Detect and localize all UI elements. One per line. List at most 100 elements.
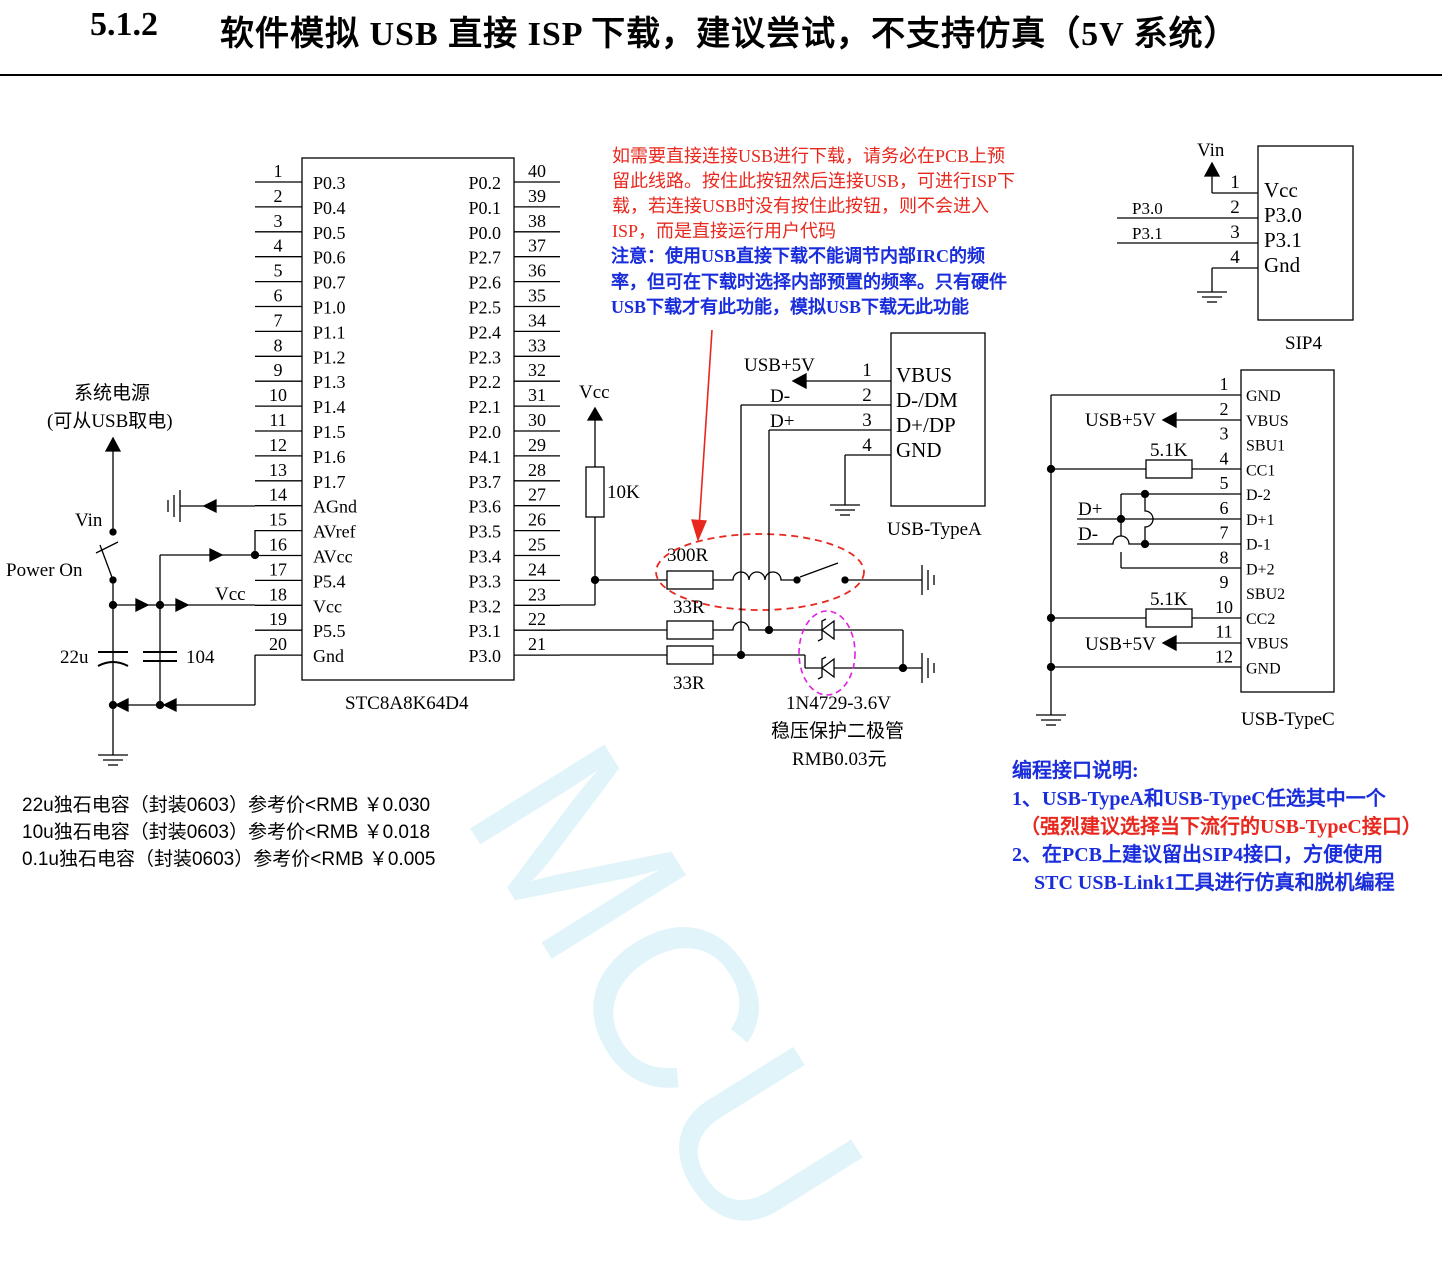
prog-line-2: 2、在PCB上建议留出SIP4接口，方便使用 [1012, 844, 1384, 866]
mcu-pin-number: 21 [528, 634, 546, 654]
dm-jumper [1144, 494, 1154, 544]
usb-typea-pin-name: VBUS [896, 363, 952, 387]
mcu-pin-name: P2.0 [468, 422, 501, 442]
resistor-cc1 [1145, 459, 1193, 479]
mcu-pin-name: P0.3 [313, 173, 346, 193]
sip4-pin-number: 2 [1230, 197, 1240, 218]
mcu-pin-number: 14 [269, 485, 287, 505]
key-contact [793, 576, 801, 584]
mcu-pin-number: 25 [528, 535, 546, 555]
vcc-label: Vcc [215, 584, 246, 605]
junction [1140, 539, 1150, 549]
diode-part-label: 1N4729-3.6V [786, 693, 891, 714]
mcu-pin-name: P1.7 [313, 472, 346, 492]
prog-line-1b: （强烈建议选择当下流行的USB-TypeC接口） [1020, 816, 1422, 838]
usb-typec-pin-name: VBUS [1246, 413, 1289, 430]
usb-typec-pin-name: CC1 [1246, 462, 1275, 479]
sip4-vin-label: Vin [1197, 140, 1225, 161]
mcu-pin-number: 8 [274, 335, 283, 355]
mcu-pin-name: P2.7 [468, 248, 501, 268]
arrow [175, 597, 190, 613]
junction [898, 663, 908, 673]
mcu-pin-number: 40 [528, 161, 546, 181]
mcu-right-pins: 40P0.239P0.138P0.037P2.736P2.635P2.534P2… [468, 161, 560, 666]
zener-diode-1 [820, 619, 835, 641]
vin-arrow [104, 436, 122, 452]
usb-typec-pin-number: 11 [1215, 622, 1232, 642]
mcu-pin-number: 3 [274, 211, 283, 231]
dp-net-label: D+ [770, 411, 794, 432]
mcu-pin-name: AVcc [313, 547, 353, 567]
resistor-cc1-label: 5.1K [1150, 440, 1188, 461]
irc-note: 注意：使用USB直接下载不能调节内部IRC的频 率，但可在下载时选择内部预置的频… [611, 244, 1061, 321]
mcu-pin-name: P1.3 [313, 372, 346, 392]
junction [1046, 662, 1056, 672]
section-title: 5.1.2 软件模拟 USB 直接 ISP 下载，建议尝试，不支持仿真（5V 系… [0, 0, 1442, 60]
mcu-pin-number: 11 [269, 410, 286, 430]
isp-key-note: 如需要直接连接USB进行下载，请务必在PCB上预 留此线路。按住此按钮然后连接U… [612, 144, 1062, 244]
price-line: 22u独石电容（封装0603）参考价<RMB ￥0.030 [22, 795, 431, 816]
mcu-pin-name: P3.3 [468, 571, 501, 591]
usb-typea-pin-name: D-/DM [896, 388, 958, 412]
usb-typea-pin-number: 2 [862, 385, 872, 406]
mcu-pin-number: 33 [528, 335, 546, 355]
mcu-pin-name: P2.4 [468, 322, 501, 342]
mcu-pin-number: 19 [269, 609, 287, 629]
note-line: 率，但可在下载时选择内部预置的频率。只有硬件 [611, 271, 1007, 292]
sip4-pin-name: Vcc [1264, 178, 1298, 202]
usb-typec-body [1240, 369, 1335, 693]
diode-price-label: RMB0.03元 [792, 749, 887, 770]
isp-key-button[interactable] [799, 562, 839, 578]
junction [155, 700, 165, 710]
mcu-pin-name: P2.5 [468, 298, 501, 318]
sip4-label: SIP4 [1285, 333, 1322, 354]
mcu-pin-number: 23 [528, 584, 546, 604]
arrow [162, 697, 177, 713]
resistor-33r-1 [666, 620, 714, 640]
usb-typec-pin-number: 1 [1220, 374, 1229, 394]
switch-contact-top [109, 528, 117, 536]
usb-typec-pins: 1GND2VBUS3SBU14CC15D-26D+17D-18D+29SBU21… [1215, 374, 1289, 677]
pullup-vcc-label: Vcc [579, 382, 610, 403]
mcu-pin-name: P0.2 [468, 173, 501, 193]
mcu-left-pins: 1P0.32P0.43P0.54P0.65P0.76P1.07P1.18P1.2… [255, 161, 357, 666]
system-power-label: 系统电源 [74, 382, 150, 404]
cap-22u-label: 22u [60, 647, 89, 668]
mcu-pin-name: P2.6 [468, 273, 501, 293]
mcu-pin-name: P1.1 [313, 322, 346, 342]
cap-104-label: 104 [186, 647, 215, 668]
usb-typec-pin-name: CC2 [1246, 611, 1275, 628]
resistor-10k-label: 10K [607, 482, 640, 503]
arrow [114, 697, 129, 713]
mcu-pin-name: P0.6 [313, 248, 346, 268]
mcu-pin-number: 17 [269, 559, 287, 579]
mcu-pin-name: P3.6 [468, 497, 501, 517]
dm-net-label: D- [770, 386, 790, 407]
usb5v-arrow [1161, 411, 1177, 429]
mcu-pin-name: P0.7 [313, 273, 346, 293]
resistor-33r-1-label: 33R [673, 597, 705, 618]
mcu-pin-number: 28 [528, 460, 546, 480]
typec-usb5v-2-label: USB+5V [1085, 634, 1156, 655]
arrow [202, 498, 217, 514]
key-wire [713, 571, 797, 581]
mcu-pin-number: 26 [528, 510, 546, 530]
typec-dm-net: D- [1078, 524, 1098, 545]
sip4-net-p30: P3.0 [1132, 199, 1163, 218]
mcu-pin-number: 15 [269, 510, 287, 530]
cap-22u-plate [97, 661, 129, 667]
mcu-pin-name: P5.5 [313, 621, 346, 641]
usb-typec-pin-name: SBU2 [1246, 586, 1285, 603]
vin-label: Vin [75, 510, 103, 531]
power-switch[interactable] [99, 544, 114, 581]
arrow [209, 547, 224, 563]
note-line: ISP，而是直接运行用户代码 [612, 221, 837, 241]
mcu-pin-name: P1.4 [313, 397, 346, 417]
switch-mark [95, 541, 119, 554]
mcu-pin-number: 34 [528, 310, 546, 330]
mcu-pin-number: 2 [274, 186, 283, 206]
mcu-label: STC8A8K64D4 [345, 693, 469, 714]
mcu-pin-name: AGnd [313, 497, 357, 517]
mcu-pin-name: P3.4 [468, 547, 501, 567]
